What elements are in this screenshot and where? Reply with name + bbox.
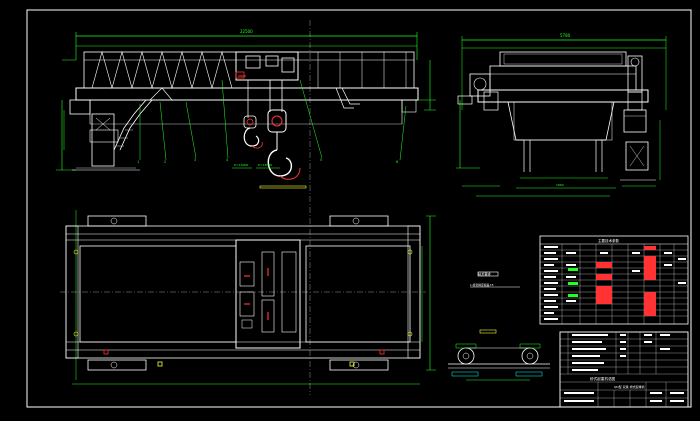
spec-table-title: 主要技术参数 xyxy=(598,238,619,243)
svg-text:3: 3 xyxy=(194,158,196,162)
svg-text:22500: 22500 xyxy=(240,29,253,34)
technical-note: 技术要求 1.桥架跨度偏差±5 xyxy=(470,272,520,288)
drawing-border xyxy=(26,9,692,408)
svg-text:1860: 1860 xyxy=(556,183,564,187)
svg-text:5780: 5780 xyxy=(560,33,571,38)
side-elevation-view: 5780 1860 xyxy=(456,33,667,197)
title-block: 桥式起重机总图 QD型 双梁 桥式起重机 xyxy=(559,331,689,408)
svg-text:6: 6 xyxy=(396,160,398,164)
plan-view xyxy=(60,20,436,395)
svg-text:1: 1 xyxy=(137,160,139,164)
wheel-detail-view xyxy=(448,329,550,381)
svg-text:4: 4 xyxy=(226,158,229,162)
svg-text:H=18000: H=18000 xyxy=(258,163,272,167)
plan-note-title: 技术要求 xyxy=(478,272,492,277)
title-sub-caption: QD型 双梁 桥式起重机 xyxy=(614,384,645,389)
title-caption: 桥式起重机总图 xyxy=(590,376,616,381)
svg-text:2: 2 xyxy=(164,160,166,164)
svg-text:5: 5 xyxy=(320,158,322,162)
plan-note-line: 1.桥架跨度偏差±5 xyxy=(470,283,494,287)
front-elevation-view: 22500 xyxy=(56,29,436,189)
svg-text:H=16000: H=16000 xyxy=(234,163,248,167)
spec-table: 主要技术参数 xyxy=(539,235,689,325)
